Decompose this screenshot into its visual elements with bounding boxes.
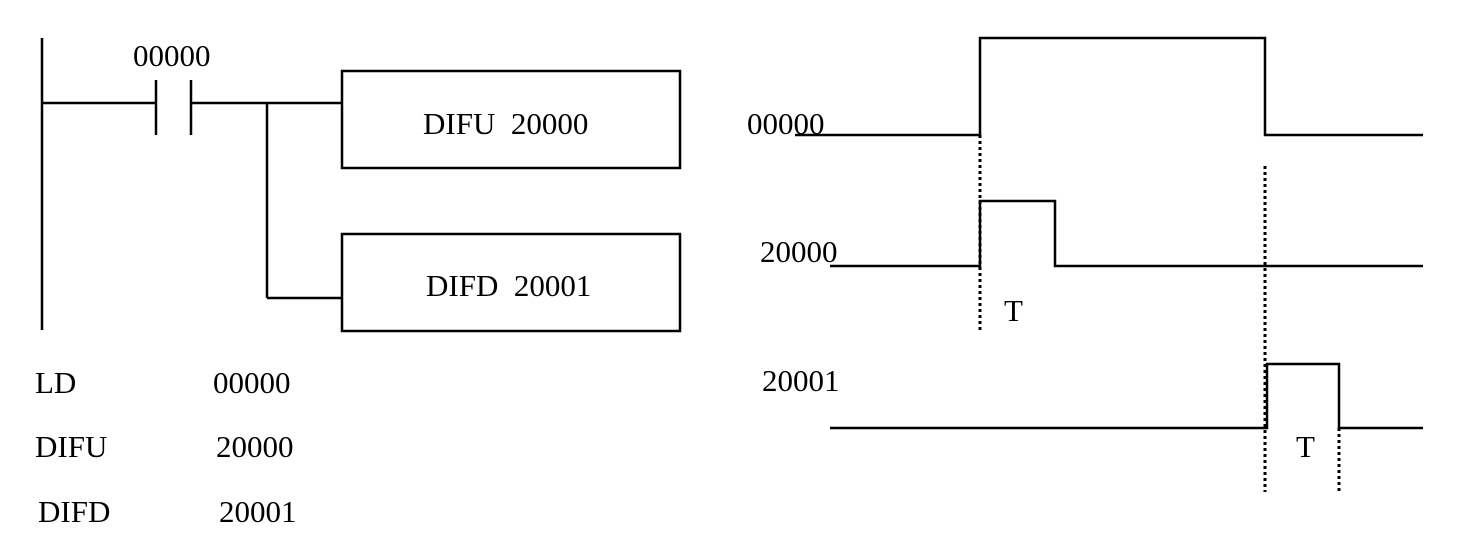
waveform-20001 xyxy=(830,362,1423,430)
contact-label: 00000 xyxy=(133,38,211,73)
mnemonic-op: DIFU xyxy=(35,429,107,464)
timing-diagram: 00000 20000 T 20001 T xyxy=(747,36,1423,492)
difu-box xyxy=(340,69,682,170)
mnemonic-operand: 20001 xyxy=(219,494,297,529)
ladder-diagram: 00000 DIFU 20000 DIFD 20001 xyxy=(40,38,682,333)
mnemonic-op: LD xyxy=(35,365,76,400)
difd-box-label: DIFD 20001 xyxy=(426,268,591,303)
mnemonic-op: DIFD xyxy=(38,494,110,529)
signal-label: 20001 xyxy=(762,363,840,398)
waveform-00000 xyxy=(795,36,1423,137)
difd-box xyxy=(340,232,682,333)
pulse-width-label: T xyxy=(1004,293,1023,328)
mnemonic-operand: 20000 xyxy=(216,429,294,464)
waveform-20000 xyxy=(830,199,1423,268)
mnemonic-listing: LD 00000 DIFU 20000 DIFD 20001 xyxy=(35,365,297,529)
mnemonic-operand: 00000 xyxy=(213,365,291,400)
signal-label: 20000 xyxy=(760,234,838,269)
difu-box-label: DIFU 20000 xyxy=(423,106,588,141)
pulse-width-label: T xyxy=(1296,429,1315,464)
